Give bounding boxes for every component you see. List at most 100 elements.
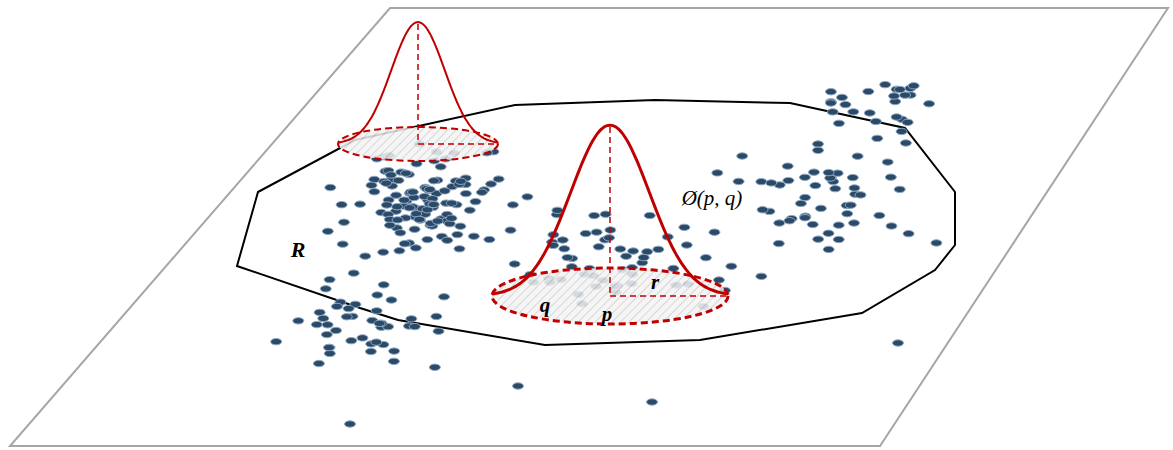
data-point [381,180,392,186]
data-point [346,337,357,343]
data-point [388,358,399,364]
data-point [389,348,400,354]
data-point [439,188,450,194]
data-point [371,339,382,345]
data-point [756,273,767,279]
data-point [392,203,403,209]
data-point [870,118,881,124]
data-point [428,201,439,207]
data-point [774,220,785,226]
data-point [293,318,304,324]
data-point [330,327,341,333]
data-point [552,207,563,213]
data-point [833,120,844,126]
data-point [679,224,690,230]
data-point [454,246,465,252]
data-point [372,292,383,298]
data-point [446,200,457,206]
data-point [902,119,913,125]
data-point [784,218,795,224]
data-point [726,263,737,269]
data-point [385,172,396,178]
data-point [404,205,415,211]
data-point [900,140,911,146]
data-point [392,217,403,223]
data-point [484,236,495,242]
data-point [908,83,919,89]
data-point [557,237,568,243]
data-point [894,186,905,192]
data-point [442,237,453,243]
data-point [338,219,349,225]
data-point [341,314,352,320]
data-point [825,88,836,94]
data-point [320,286,331,292]
data-point [394,248,405,254]
data-point [580,230,591,236]
data-point [433,328,444,334]
center-line [609,127,611,296]
data-point [833,236,844,242]
data-point [863,88,874,94]
data-point [653,246,664,252]
data-point [848,109,859,115]
data-point [836,94,847,100]
data-point [813,147,824,153]
data-point [872,135,883,141]
data-point [384,222,395,228]
data-point [638,254,649,260]
data-point [468,233,479,239]
radius-line [418,143,498,145]
data-point [378,282,389,288]
data-point [782,163,793,169]
data-point [845,202,856,208]
data-point [360,253,371,259]
data-point [783,177,794,183]
data-point [395,230,406,236]
data-point [464,207,475,213]
data-point [365,348,376,354]
kernel-support [338,127,498,161]
region-label: R [291,239,306,261]
data-point [331,303,342,309]
data-point [455,223,466,229]
data-point [409,226,420,232]
data-point [470,198,481,204]
data-point [337,241,348,247]
data-point [505,227,516,233]
data-point [393,177,404,183]
data-point [324,344,335,350]
data-point [513,383,524,389]
data-point [810,182,821,188]
data-point [800,215,811,221]
data-point [522,194,533,200]
data-point [712,170,723,176]
data-point [589,212,600,218]
data-point [903,230,914,236]
data-point [460,190,471,196]
data-point [314,309,325,315]
data-point [874,212,885,218]
data-point [864,110,875,116]
data-point [407,189,418,195]
data-point [401,170,412,176]
data-point [896,128,907,134]
data-point [757,207,768,213]
data-point [439,294,450,300]
data-point [842,210,853,216]
data-point [756,178,767,184]
data-point [849,185,860,191]
data-point [374,320,385,326]
data-point [849,220,860,226]
data-point [559,246,570,252]
data-point [931,240,942,246]
data-point [378,249,389,255]
data-point [882,159,893,165]
data-point [493,176,504,182]
data-point [324,276,335,282]
data-point [885,174,896,180]
data-point [621,253,632,259]
point-label: q [540,295,551,316]
data-point [446,215,457,221]
data-point [615,246,626,252]
